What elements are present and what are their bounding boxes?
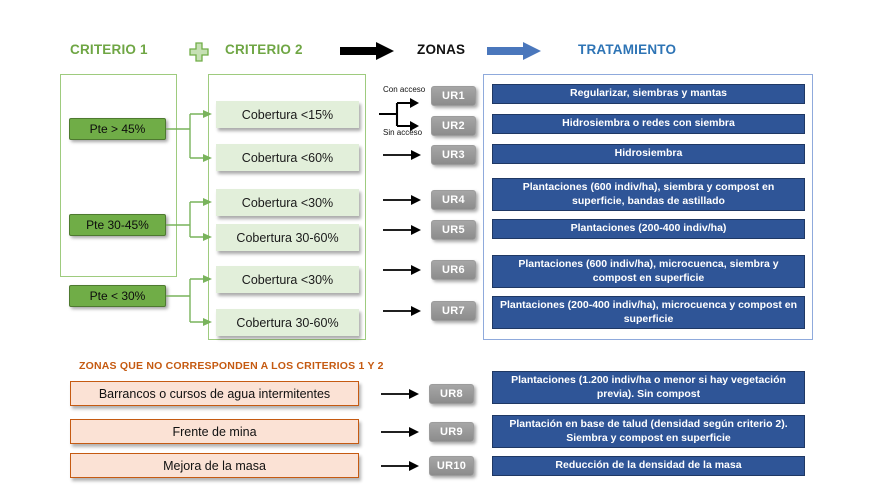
plus-icon (187, 40, 211, 64)
header-criterio-1: CRITERIO 1 (70, 42, 148, 57)
criterio2-box-1[interactable]: Cobertura <60% (216, 144, 359, 171)
tratamiento-box-1[interactable]: Hidrosiembra o redes con siembra (492, 114, 805, 134)
zona-label-ur6: UR6 (442, 264, 465, 276)
criterio2-label-5: Cobertura 30-60% (236, 315, 339, 330)
tratamiento-label-3: Plantaciones (600 indiv/ha), siembra y c… (522, 181, 775, 207)
zona-chip-ur4[interactable]: UR4 (431, 190, 476, 210)
arrow-right-blue-icon (487, 40, 543, 62)
bottom-zone-label-1: Frente de mina (172, 424, 257, 439)
header-tratamiento: TRATAMIENTO (578, 42, 677, 57)
zona-label-ur2: UR2 (442, 120, 465, 132)
zona-chip-ur10[interactable]: UR10 (429, 456, 474, 476)
zona-label-ur3: UR3 (442, 149, 465, 161)
tratamiento-label-0: Regularizar, siembras y mantas (570, 87, 727, 100)
tratamiento-box-2[interactable]: Hidrosiembra (492, 144, 805, 164)
bottom-tratamiento-label-1: Plantación en base de talud (densidad se… (509, 418, 788, 444)
criterio2-box-3[interactable]: Cobertura 30-60% (216, 224, 359, 251)
bottom-tratamiento-box-2[interactable]: Reducción de la densidad de la masa (492, 456, 805, 476)
criterio1-label-1: Pte 30-45% (86, 218, 149, 232)
label-con-acceso: Con acceso (383, 85, 426, 94)
criterio1-box-2[interactable]: Pte < 30% (69, 285, 166, 307)
zona-label-ur8: UR8 (440, 388, 463, 400)
zona-label-ur1: UR1 (442, 90, 465, 102)
zona-chip-ur7[interactable]: UR7 (431, 301, 476, 321)
tratamiento-label-6: Plantaciones (200-400 indiv/ha), microcu… (499, 299, 798, 325)
criterio-1-container (60, 74, 177, 277)
bottom-zone-box-0[interactable]: Barrancos o cursos de agua intermitentes (70, 381, 359, 406)
zona-label-ur9: UR9 (440, 426, 463, 438)
criterio2-box-2[interactable]: Cobertura <30% (216, 189, 359, 216)
zona-label-ur10: UR10 (436, 460, 467, 472)
bottom-tratamiento-label-2: Reducción de la densidad de la masa (555, 459, 742, 472)
tratamiento-label-5: Plantaciones (600 indiv/ha), microcuenca… (518, 258, 779, 284)
header-zonas: ZONAS (417, 42, 466, 57)
criterio1-box-0[interactable]: Pte > 45% (69, 118, 166, 140)
tratamiento-box-3[interactable]: Plantaciones (600 indiv/ha), siembra y c… (492, 178, 805, 211)
tratamiento-label-1: Hidrosiembra o redes con siembra (562, 117, 735, 130)
zona-chip-ur6[interactable]: UR6 (431, 260, 476, 280)
zona-label-ur5: UR5 (442, 224, 465, 236)
criterio2-label-1: Cobertura <60% (241, 150, 334, 165)
zona-chip-ur5[interactable]: UR5 (431, 220, 476, 240)
bottom-zone-box-1[interactable]: Frente de mina (70, 419, 359, 444)
bottom-tratamiento-box-0[interactable]: Plantaciones (1.200 indiv/ha o menor si … (492, 371, 805, 404)
tratamiento-box-6[interactable]: Plantaciones (200-400 indiv/ha), microcu… (492, 296, 805, 329)
tratamiento-box-4[interactable]: Plantaciones (200-400 indiv/ha) (492, 219, 805, 239)
criterio2-label-3: Cobertura 30-60% (236, 230, 339, 245)
criterio2-box-0[interactable]: Cobertura <15% (216, 101, 359, 128)
zona-label-ur4: UR4 (442, 194, 465, 206)
bottom-zone-label-2: Mejora de la masa (163, 458, 266, 473)
zona-chip-ur8[interactable]: UR8 (429, 384, 474, 404)
tratamiento-box-5[interactable]: Plantaciones (600 indiv/ha), microcuenca… (492, 255, 805, 288)
arrow-right-black-icon (340, 40, 396, 62)
tratamiento-box-0[interactable]: Regularizar, siembras y mantas (492, 84, 805, 104)
bottom-zone-box-2[interactable]: Mejora de la masa (70, 453, 359, 478)
bottom-section-title: ZONAS QUE NO CORRESPONDEN A LOS CRITERIO… (79, 360, 384, 372)
header-criterio-2: CRITERIO 2 (225, 42, 303, 57)
criterio2-label-2: Cobertura <30% (241, 195, 334, 210)
criterio2-box-5[interactable]: Cobertura 30-60% (216, 309, 359, 336)
zona-chip-ur1[interactable]: UR1 (431, 86, 476, 106)
criterio2-label-0: Cobertura <15% (241, 107, 334, 122)
bottom-tratamiento-label-0: Plantaciones (1.200 indiv/ha o menor si … (511, 374, 786, 400)
criterio1-label-2: Pte < 30% (89, 289, 146, 303)
criterio1-box-1[interactable]: Pte 30-45% (69, 214, 166, 236)
zona-label-ur7: UR7 (442, 305, 465, 317)
criterio2-label-4: Cobertura <30% (241, 272, 334, 287)
tratamiento-label-4: Plantaciones (200-400 indiv/ha) (570, 222, 727, 235)
tratamiento-label-2: Hidrosiembra (614, 147, 683, 160)
zona-chip-ur9[interactable]: UR9 (429, 422, 474, 442)
bottom-tratamiento-box-1[interactable]: Plantación en base de talud (densidad se… (492, 415, 805, 448)
label-sin-acceso: Sin acceso (383, 128, 423, 137)
zona-chip-ur3[interactable]: UR3 (431, 145, 476, 165)
criterio1-label-0: Pte > 45% (89, 122, 146, 136)
zona-chip-ur2[interactable]: UR2 (431, 116, 476, 136)
criterio2-box-4[interactable]: Cobertura <30% (216, 266, 359, 293)
bottom-zone-label-0: Barrancos o cursos de agua intermitentes (98, 386, 331, 401)
